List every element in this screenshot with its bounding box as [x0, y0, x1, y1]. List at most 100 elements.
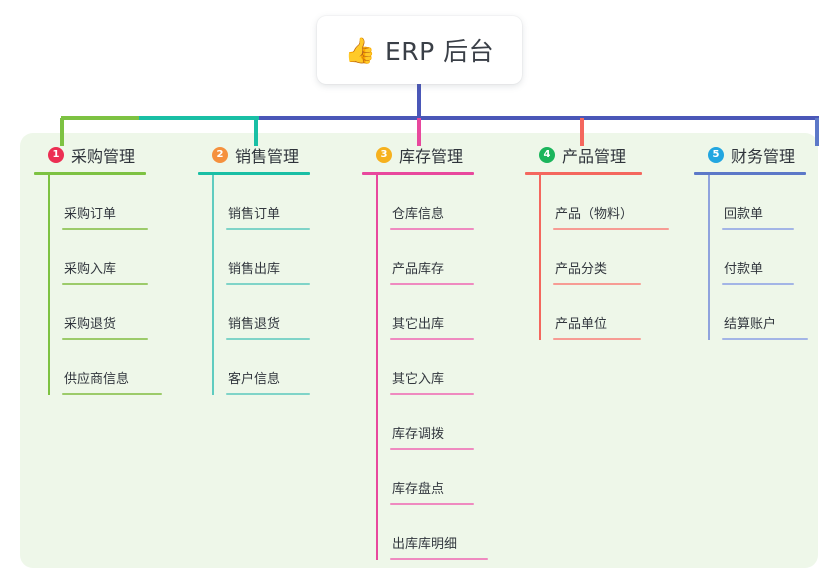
list-item[interactable]: 客户信息 [212, 340, 348, 395]
list-item[interactable]: 库存调拨 [376, 395, 512, 450]
branch-spine-3 [376, 175, 378, 560]
item-label: 其它入库 [392, 372, 445, 387]
branch-title-2: 销售管理 [235, 147, 300, 166]
list-item[interactable]: 产品分类 [539, 230, 685, 285]
item-rule [62, 338, 148, 340]
branch-title-5: 财务管理 [731, 147, 796, 166]
list-item[interactable]: 采购订单 [48, 175, 184, 230]
branch-title-1: 采购管理 [71, 147, 136, 166]
branch-items-1: 采购订单 采购入库 采购退货 供应商信息 [34, 175, 184, 395]
branch-items-5: 回款单 付款单 结算账户 [694, 175, 839, 340]
item-rule [62, 228, 148, 230]
list-item[interactable]: 采购退货 [48, 285, 184, 340]
item-rule [722, 283, 794, 285]
list-item[interactable]: 其它出库 [376, 285, 512, 340]
thumbs-up-icon: 👍 [344, 35, 376, 65]
list-item[interactable]: 付款单 [708, 230, 839, 285]
list-item[interactable]: 库存盘点 [376, 450, 512, 505]
item-label: 库存盘点 [392, 482, 445, 497]
branch-header-1[interactable]: 1 采购管理 [34, 143, 184, 167]
item-rule [226, 338, 310, 340]
branch-title-3: 库存管理 [399, 147, 464, 166]
branch-rule-4 [525, 172, 642, 175]
item-rule [390, 283, 474, 285]
branches-panel [20, 133, 818, 568]
branch-column-1: 1 采购管理 采购订单 采购入库 采购退货 供应商信息 [34, 143, 184, 395]
branch-column-3: 3 库存管理 仓库信息 产品库存 其它出库 其它入库 库存调拨 [362, 143, 512, 560]
list-item[interactable]: 产品（物料） [539, 175, 685, 230]
item-label: 产品（物料） [555, 207, 634, 222]
branch-column-2: 2 销售管理 销售订单 销售出库 销售退货 客户信息 [198, 143, 348, 395]
item-rule [390, 503, 474, 505]
branch-column-4: 4 产品管理 产品（物料） 产品分类 产品单位 [525, 143, 685, 340]
item-label: 其它出库 [392, 317, 445, 332]
item-rule [390, 228, 474, 230]
item-rule [226, 283, 310, 285]
branch-spine-5 [708, 175, 710, 340]
item-rule [553, 228, 669, 230]
item-label: 付款单 [724, 262, 764, 277]
branch-rule-5 [694, 172, 806, 175]
item-label: 销售出库 [228, 262, 281, 277]
item-label: 仓库信息 [392, 207, 445, 222]
item-label: 产品分类 [555, 262, 608, 277]
root-node[interactable]: 👍 ERP 后台 [317, 16, 522, 84]
branch-rule-1 [34, 172, 146, 175]
item-label: 出库库明细 [392, 537, 458, 552]
item-rule [62, 393, 162, 395]
item-rule [226, 393, 310, 395]
item-rule [390, 558, 488, 560]
list-item[interactable]: 其它入库 [376, 340, 512, 395]
item-rule [226, 228, 310, 230]
branch-badge-3: 3 [376, 147, 392, 163]
item-label: 产品单位 [555, 317, 608, 332]
item-rule [722, 338, 808, 340]
list-item[interactable]: 销售订单 [212, 175, 348, 230]
branch-column-5: 5 财务管理 回款单 付款单 结算账户 [694, 143, 839, 340]
item-label: 库存调拨 [392, 427, 445, 442]
branch-items-3: 仓库信息 产品库存 其它出库 其它入库 库存调拨 库存盘点 [362, 175, 512, 560]
root-title: ERP 后台 [384, 37, 495, 66]
branch-badge-1: 1 [48, 147, 64, 163]
branch-rule-3 [362, 172, 474, 175]
branch-spine-2 [212, 175, 214, 395]
list-item[interactable]: 结算账户 [708, 285, 839, 340]
item-rule [553, 283, 641, 285]
branch-spine-4 [539, 175, 541, 340]
branch-header-2[interactable]: 2 销售管理 [198, 143, 348, 167]
item-label: 客户信息 [228, 372, 281, 387]
list-item[interactable]: 仓库信息 [376, 175, 512, 230]
branch-header-5[interactable]: 5 财务管理 [694, 143, 839, 167]
item-rule [722, 228, 794, 230]
list-item[interactable]: 供应商信息 [48, 340, 184, 395]
item-rule [390, 338, 474, 340]
list-item[interactable]: 销售出库 [212, 230, 348, 285]
item-label: 销售订单 [228, 207, 281, 222]
list-item[interactable]: 产品库存 [376, 230, 512, 285]
list-item[interactable]: 采购入库 [48, 230, 184, 285]
branch-items-4: 产品（物料） 产品分类 产品单位 [525, 175, 685, 340]
item-rule [553, 338, 641, 340]
item-rule [62, 283, 148, 285]
item-label: 销售退货 [228, 317, 281, 332]
list-item[interactable]: 销售退货 [212, 285, 348, 340]
branch-spine-1 [48, 175, 50, 395]
item-rule [390, 448, 474, 450]
item-label: 供应商信息 [64, 372, 130, 387]
item-label: 产品库存 [392, 262, 445, 277]
branch-rule-2 [198, 172, 310, 175]
branch-badge-5: 5 [708, 147, 724, 163]
branch-header-4[interactable]: 4 产品管理 [525, 143, 685, 167]
branch-badge-4: 4 [539, 147, 555, 163]
item-label: 采购退货 [64, 317, 117, 332]
list-item[interactable]: 回款单 [708, 175, 839, 230]
list-item[interactable]: 出库库明细 [376, 505, 512, 560]
branch-badge-2: 2 [212, 147, 228, 163]
branch-title-4: 产品管理 [562, 147, 627, 166]
list-item[interactable]: 产品单位 [539, 285, 685, 340]
item-label: 结算账户 [724, 317, 777, 332]
branch-header-3[interactable]: 3 库存管理 [362, 143, 512, 167]
item-rule [390, 393, 474, 395]
item-label: 回款单 [724, 207, 764, 222]
